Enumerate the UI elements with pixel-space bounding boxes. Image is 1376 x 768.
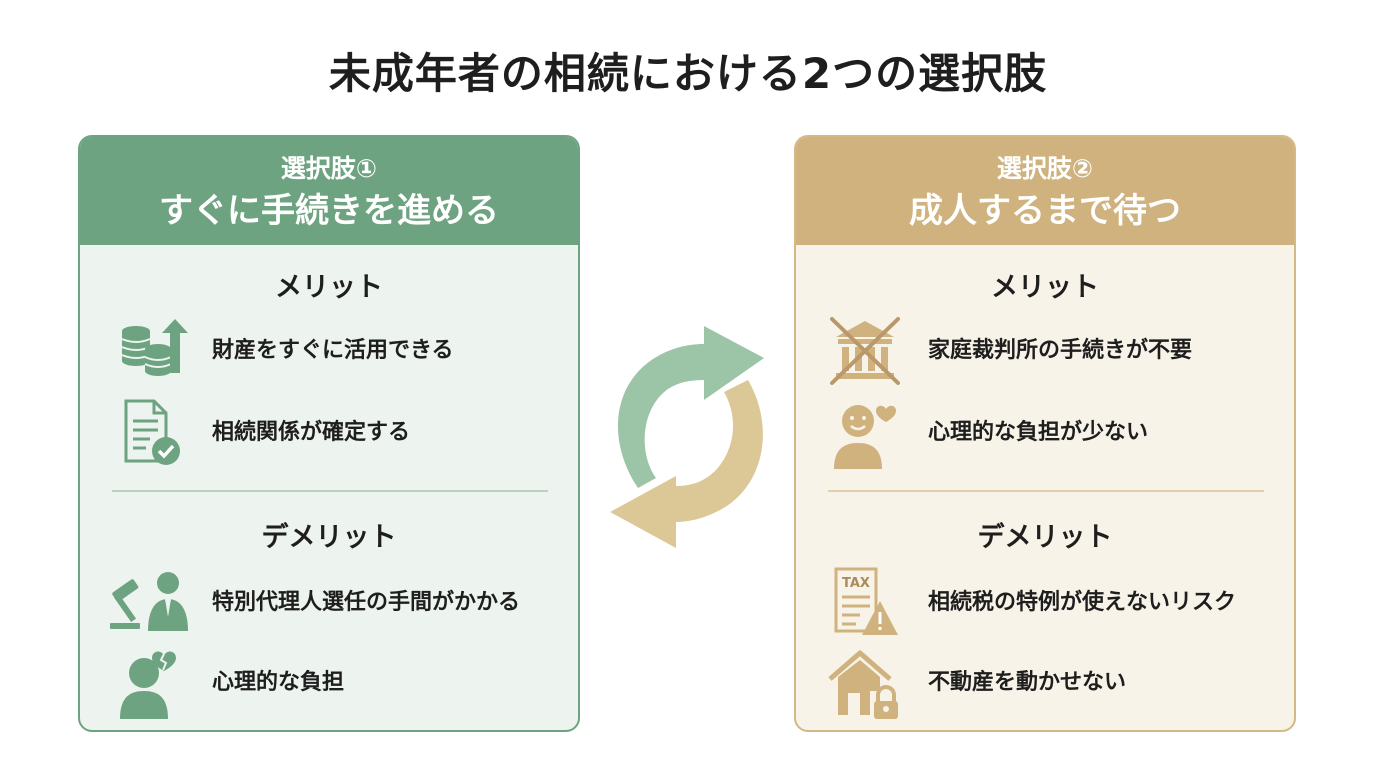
- option-1-merit-2-text: 相続関係が確定する: [212, 420, 411, 445]
- option-2-number: 選択肢②: [996, 154, 1094, 183]
- option-2-merit-2: 心理的な負担が少ない: [796, 395, 1294, 471]
- document-check-icon: [124, 399, 180, 465]
- gavel-lawyer-icon: [110, 572, 188, 631]
- cycle-arrows-icon: [610, 326, 764, 548]
- option-2-demerit-2-text: 不動産を動かせない: [928, 670, 1127, 695]
- smiling-person-heart-icon: [834, 405, 896, 469]
- option-1-demerit-title: デメリット: [261, 522, 397, 553]
- tax-warning-icon: TAX: [834, 567, 898, 635]
- option-2-name: 成人するまで待つ: [909, 191, 1181, 231]
- option-1-number: 選択肢①: [280, 154, 378, 183]
- option-2-header: 選択肢② 成人するまで待つ: [796, 137, 1294, 245]
- option-2-demerit-1-text: 相続税の特例が使えないリスク: [928, 590, 1237, 615]
- option-1-panel: 選択肢① すぐに手続きを進める メリット 財産をすぐに活用できる: [78, 135, 580, 732]
- option-2-demerit-2: 不動産を動かせない: [796, 645, 1294, 721]
- house-lock-icon: [828, 650, 898, 719]
- option-2-merit-1-text: 家庭裁判所の手続きが不要: [928, 338, 1193, 363]
- option-1-merit-title: メリット: [275, 272, 383, 303]
- option-2-merit-title: メリット: [991, 272, 1099, 303]
- crossed-courthouse-icon: [830, 317, 900, 385]
- option-2-merit-1: 家庭裁判所の手続きが不要: [796, 313, 1294, 389]
- option-1-demerit-2: 心理的な負担: [80, 645, 578, 721]
- option-2-panel: 選択肢② 成人するまで待つ メリット 家庭裁判所の手続きが不要: [794, 135, 1296, 732]
- tax-label: TAX: [842, 576, 870, 591]
- broken-heart-person-icon: [120, 651, 176, 719]
- option-1-divider: [112, 490, 548, 492]
- option-2-demerit-1: TAX 相続税の特例が使えないリスク: [796, 565, 1294, 641]
- option-2-divider: [828, 490, 1264, 492]
- option-2-merit-2-text: 心理的な負担が少ない: [928, 420, 1149, 445]
- option-1-demerit-2-text: 心理的な負担: [212, 670, 345, 695]
- option-1-merit-1: 財産をすぐに活用できる: [80, 313, 578, 389]
- option-1-demerit-1: 特別代理人選任の手間がかかる: [80, 565, 578, 641]
- option-1-name: すぐに手続きを進める: [159, 191, 499, 231]
- page-title: 未成年者の相続における2つの選択肢: [328, 49, 1048, 98]
- option-2-demerit-title: デメリット: [977, 522, 1113, 553]
- coins-arrow-up-icon: [121, 319, 188, 376]
- option-1-demerit-1-text: 特別代理人選任の手間がかかる: [212, 590, 521, 615]
- option-1-merit-2: 相続関係が確定する: [80, 395, 578, 471]
- option-1-header: 選択肢① すぐに手続きを進める: [80, 137, 578, 245]
- option-1-merit-1-text: 財産をすぐに活用できる: [212, 338, 454, 363]
